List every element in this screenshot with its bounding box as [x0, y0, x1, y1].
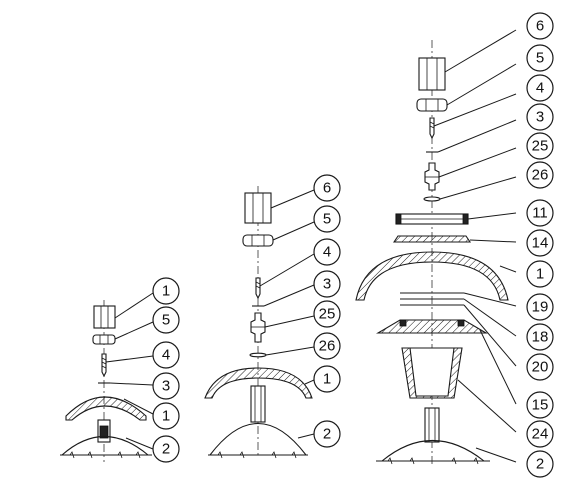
right-screw: [429, 117, 435, 140]
left-cap: [93, 305, 116, 329]
left-screw: [101, 353, 107, 378]
middle-valve: [250, 312, 266, 343]
left-dome-cover: [65, 396, 147, 421]
left-nut: [92, 334, 116, 345]
svg-text:5: 5: [536, 50, 544, 67]
callout-right-20: 20: [526, 353, 554, 381]
callout-right-6: 6: [526, 12, 554, 40]
callout-left-5: 5: [152, 306, 180, 334]
svg-text:14: 14: [532, 235, 549, 252]
middle-screw: [255, 277, 261, 300]
middle-assembly: 6 5 4 3 25 26 1 2: [204, 174, 341, 459]
callout-middle-26: 26: [313, 332, 341, 360]
svg-text:25: 25: [532, 138, 549, 155]
callout-right-14: 14: [526, 229, 554, 257]
svg-text:1: 1: [323, 371, 331, 388]
svg-text:4: 4: [536, 80, 544, 97]
middle-cap: [244, 192, 272, 224]
callout-right-2: 2: [526, 450, 554, 478]
svg-text:3: 3: [536, 109, 544, 126]
right-dome-cover: [355, 251, 509, 301]
svg-text:1: 1: [536, 266, 544, 283]
right-nut: [416, 98, 448, 112]
svg-text:26: 26: [532, 167, 549, 184]
svg-text:1: 1: [162, 408, 170, 425]
svg-text:1: 1: [162, 283, 170, 300]
middle-dome-cover: [204, 367, 313, 399]
svg-text:5: 5: [162, 312, 170, 329]
svg-text:15: 15: [532, 397, 549, 414]
middle-stem: [250, 385, 266, 423]
callout-middle-25: 25: [313, 300, 341, 328]
callout-right-25: 25: [526, 132, 554, 160]
middle-ring: [249, 352, 267, 358]
right-cap: [418, 57, 446, 91]
svg-text:20: 20: [532, 359, 549, 376]
middle-base-dome: [209, 422, 307, 456]
callout-right-19: 19: [526, 293, 554, 321]
svg-text:2: 2: [162, 441, 170, 458]
callout-middle-2: 2: [313, 420, 341, 448]
svg-text:18: 18: [532, 329, 549, 346]
callout-left-3: 3: [152, 372, 180, 400]
callout-left-1: 1: [152, 277, 180, 305]
svg-text:3: 3: [162, 378, 170, 395]
left-base-dome: [61, 436, 149, 456]
right-stem: [424, 407, 440, 443]
callout-right-18: 18: [526, 323, 554, 351]
right-ring: [423, 196, 441, 202]
callout-right-15: 15: [526, 391, 554, 419]
right-valve: [424, 162, 440, 191]
right-assembly: 6 5 4 3 25 26 11 14 1 19 18 20 15 24 2: [355, 12, 554, 478]
svg-text:25: 25: [319, 306, 336, 323]
callout-middle-6: 6: [313, 174, 341, 202]
svg-text:4: 4: [323, 244, 331, 261]
callout-middle-1: 1: [313, 365, 341, 393]
callout-middle-3: 3: [313, 270, 341, 298]
callout-middle-5: 5: [313, 205, 341, 233]
callout-left-1b: 1: [152, 402, 180, 430]
right-gasket: [392, 235, 472, 243]
callout-right-4: 4: [526, 74, 554, 102]
right-base-dome: [381, 439, 485, 462]
svg-text:6: 6: [536, 18, 544, 35]
middle-nut: [242, 234, 274, 247]
callout-right-24: 24: [526, 420, 554, 448]
callout-middle-4: 4: [313, 238, 341, 266]
callout-left-2: 2: [152, 435, 180, 463]
svg-text:26: 26: [319, 338, 336, 355]
right-seat: [375, 319, 489, 334]
callout-right-5: 5: [526, 44, 554, 72]
svg-text:2: 2: [323, 426, 331, 443]
svg-text:19: 19: [532, 299, 549, 316]
svg-text:11: 11: [532, 205, 548, 222]
svg-text:6: 6: [323, 180, 331, 197]
svg-text:4: 4: [162, 347, 170, 364]
callout-right-1: 1: [526, 260, 554, 288]
callout-right-11: 11: [526, 199, 554, 227]
svg-text:3: 3: [323, 276, 331, 293]
svg-text:2: 2: [536, 456, 544, 473]
callout-left-4: 4: [152, 341, 180, 369]
svg-text:5: 5: [323, 211, 331, 228]
svg-text:24: 24: [532, 426, 549, 443]
callout-right-26: 26: [526, 161, 554, 189]
callout-right-3: 3: [526, 103, 554, 131]
left-assembly: 1 5 4 3 1 2: [60, 277, 180, 463]
